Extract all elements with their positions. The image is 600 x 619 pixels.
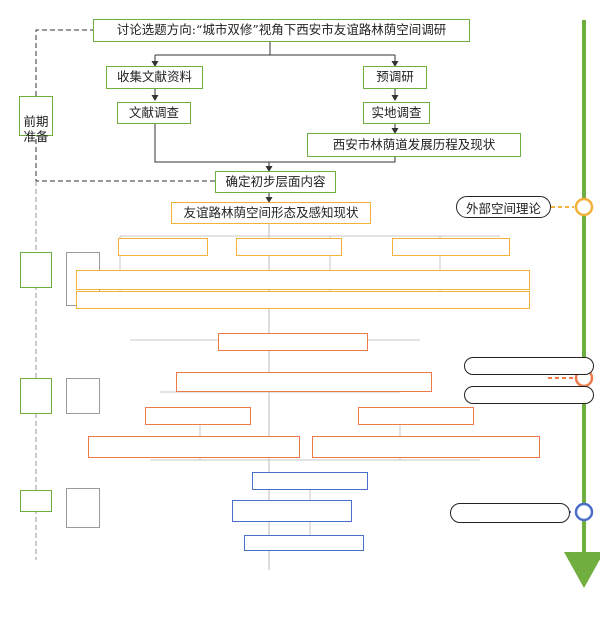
analysis-row-2 (76, 291, 530, 309)
stage-sub-4 (66, 488, 100, 528)
theory-outer-space: 外部空间理论 (456, 196, 551, 218)
result-box-2 (232, 500, 352, 522)
analysis-box-3 (392, 238, 510, 256)
stage-label-prep: 前期 准备 (19, 96, 53, 144)
stage-label-4 (20, 490, 52, 512)
strategy-box-1 (88, 436, 300, 458)
problem-box (176, 372, 432, 392)
theory-low (450, 503, 570, 523)
stage-label-3 (20, 378, 52, 414)
strategy-box-2 (312, 436, 540, 458)
analysis-box-2 (236, 238, 342, 256)
topic-box: 讨论选题方向:“城市双修”视角下西安市友谊路林荫空间调研 (93, 19, 470, 42)
stage-label-2 (20, 252, 52, 288)
status-box: 友谊路林荫空间形态及感知现状 (171, 202, 371, 224)
history-status-box: 西安市林荫道发展历程及现状 (307, 133, 521, 157)
analysis-row-1 (76, 270, 530, 290)
problem-sub-2 (358, 407, 474, 425)
summary-box (218, 333, 368, 351)
result-box-3 (244, 535, 364, 551)
field-survey-box: 实地调查 (363, 102, 430, 124)
topic-text: 讨论选题方向:“城市双修”视角下西安市友谊路林荫空间调研 (116, 22, 447, 38)
pre-survey-box: 预调研 (363, 66, 427, 89)
result-box-1 (252, 472, 368, 490)
theory-mid-1 (464, 357, 594, 375)
footer-caption (230, 592, 400, 610)
problem-sub-1 (145, 407, 251, 425)
collect-literature-box: 收集文献资料 (106, 66, 203, 89)
theory-mid-2 (464, 386, 594, 404)
confirm-content-box: 确定初步层面内容 (215, 171, 336, 193)
stage-sub-3 (66, 378, 100, 414)
analysis-box-1 (118, 238, 208, 256)
literature-survey-box: 文献调查 (117, 102, 191, 124)
